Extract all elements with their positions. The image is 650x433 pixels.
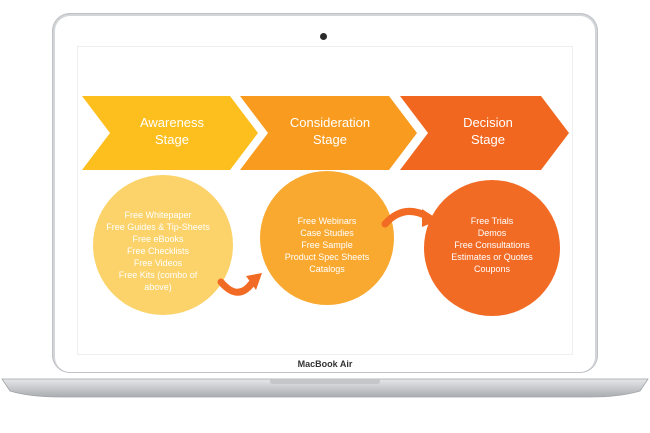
decision-circle <box>424 180 560 316</box>
curved-arrow-icon <box>381 207 432 228</box>
stage-decision: Decision Stage <box>400 96 569 170</box>
arrowhead-icon <box>246 273 262 290</box>
stage-consideration: Consideration Stage <box>240 96 417 170</box>
arrow-consideration-to-decision <box>381 207 439 228</box>
stage-decision-chevron <box>400 96 569 170</box>
laptop-screen: Awareness Stage Consideration Stage Deci… <box>78 47 572 354</box>
arrowhead-icon <box>422 209 439 227</box>
awareness-circle <box>93 175 233 315</box>
stage-consideration-chevron <box>240 96 417 170</box>
funnel-diagram: Awareness Stage Consideration Stage Deci… <box>82 96 569 316</box>
arrow-awareness-to-consideration <box>217 273 262 296</box>
camera-icon <box>320 33 327 40</box>
stage-awareness-chevron <box>82 96 258 170</box>
stage-awareness: Awareness Stage <box>82 96 258 170</box>
curved-arrow-icon <box>217 278 256 296</box>
consideration-circle <box>260 171 394 305</box>
laptop-base <box>1 378 649 398</box>
